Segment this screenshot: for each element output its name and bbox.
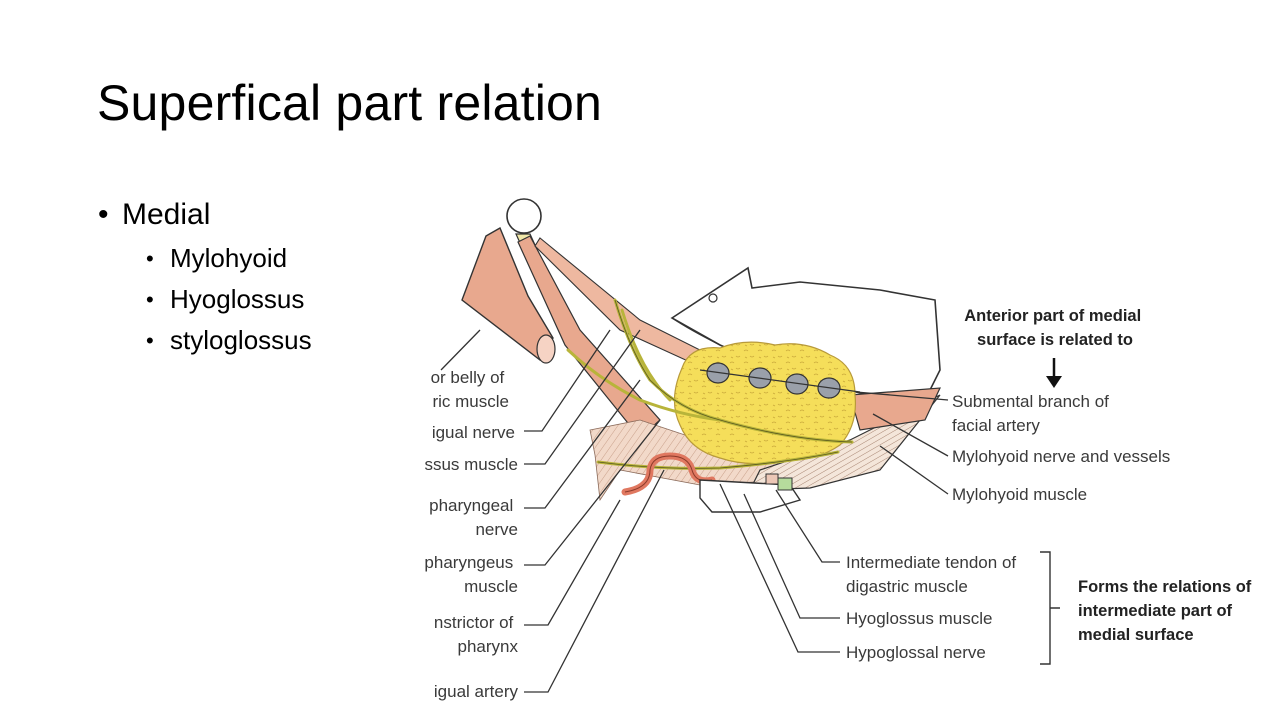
right-leader-lines xyxy=(719,391,949,653)
submandibular-gland xyxy=(673,341,857,465)
bullet-list: Medial Mylohyoid Hyoglossus styloglossus xyxy=(98,196,312,361)
anterior-part-header: Anterior part of medial surface is relat… xyxy=(964,307,1146,349)
sub-bullet-styloglossus: styloglossus xyxy=(146,320,312,361)
left-labels: or belly of ric muscle igual nerve ssus … xyxy=(424,368,518,701)
down-arrow-icon xyxy=(1046,376,1062,388)
bottom-labels: Intermediate tendon of digastric muscle … xyxy=(846,553,1021,662)
label-hypoglossal-nerve: Hypoglossal nerve xyxy=(846,643,986,662)
sub-bullet-list: Mylohyoid Hyoglossus styloglossus xyxy=(122,238,312,361)
label-constrictor: nstrictor of pharynx xyxy=(434,613,519,656)
label-digastric: or belly of ric muscle xyxy=(431,368,509,411)
intermediate-bracket xyxy=(1040,551,1060,665)
right-labels: Submental branch of facial artery Mylohy… xyxy=(952,392,1170,504)
label-mylohyoid-nerve: Mylohyoid nerve and vessels xyxy=(952,447,1170,466)
lymph-nodes xyxy=(706,362,841,399)
sub-bullet-hyoglossus: Hyoglossus xyxy=(146,279,312,320)
sub-bullet-mylohyoid: Mylohyoid xyxy=(146,238,312,279)
label-styloglossus: ssus muscle xyxy=(424,455,518,474)
intermediate-part-header: Forms the relations of intermediate part… xyxy=(1078,578,1256,644)
styloid-process xyxy=(506,198,542,234)
label-stylopharyngeus: pharyngeus muscle xyxy=(424,553,518,596)
label-mylohyoid-muscle: Mylohyoid muscle xyxy=(952,485,1087,504)
slide-title: Superfical part relation xyxy=(97,75,603,131)
label-hyoglossus-muscle: Hyoglossus muscle xyxy=(846,609,992,628)
label-lingual-nerve: igual nerve xyxy=(432,423,515,442)
bullet-medial: Medial Mylohyoid Hyoglossus styloglossus xyxy=(98,196,312,361)
bullet-medial-label: Medial xyxy=(122,198,211,231)
label-glossopharyngeal: pharyngeal nerve xyxy=(429,496,518,539)
left-leader-lines xyxy=(440,329,665,693)
label-submental-branch: Submental branch of facial artery xyxy=(952,392,1114,435)
label-lingual-artery: igual artery xyxy=(434,682,519,701)
label-intermediate-tendon: Intermediate tendon of digastric muscle xyxy=(846,553,1021,596)
